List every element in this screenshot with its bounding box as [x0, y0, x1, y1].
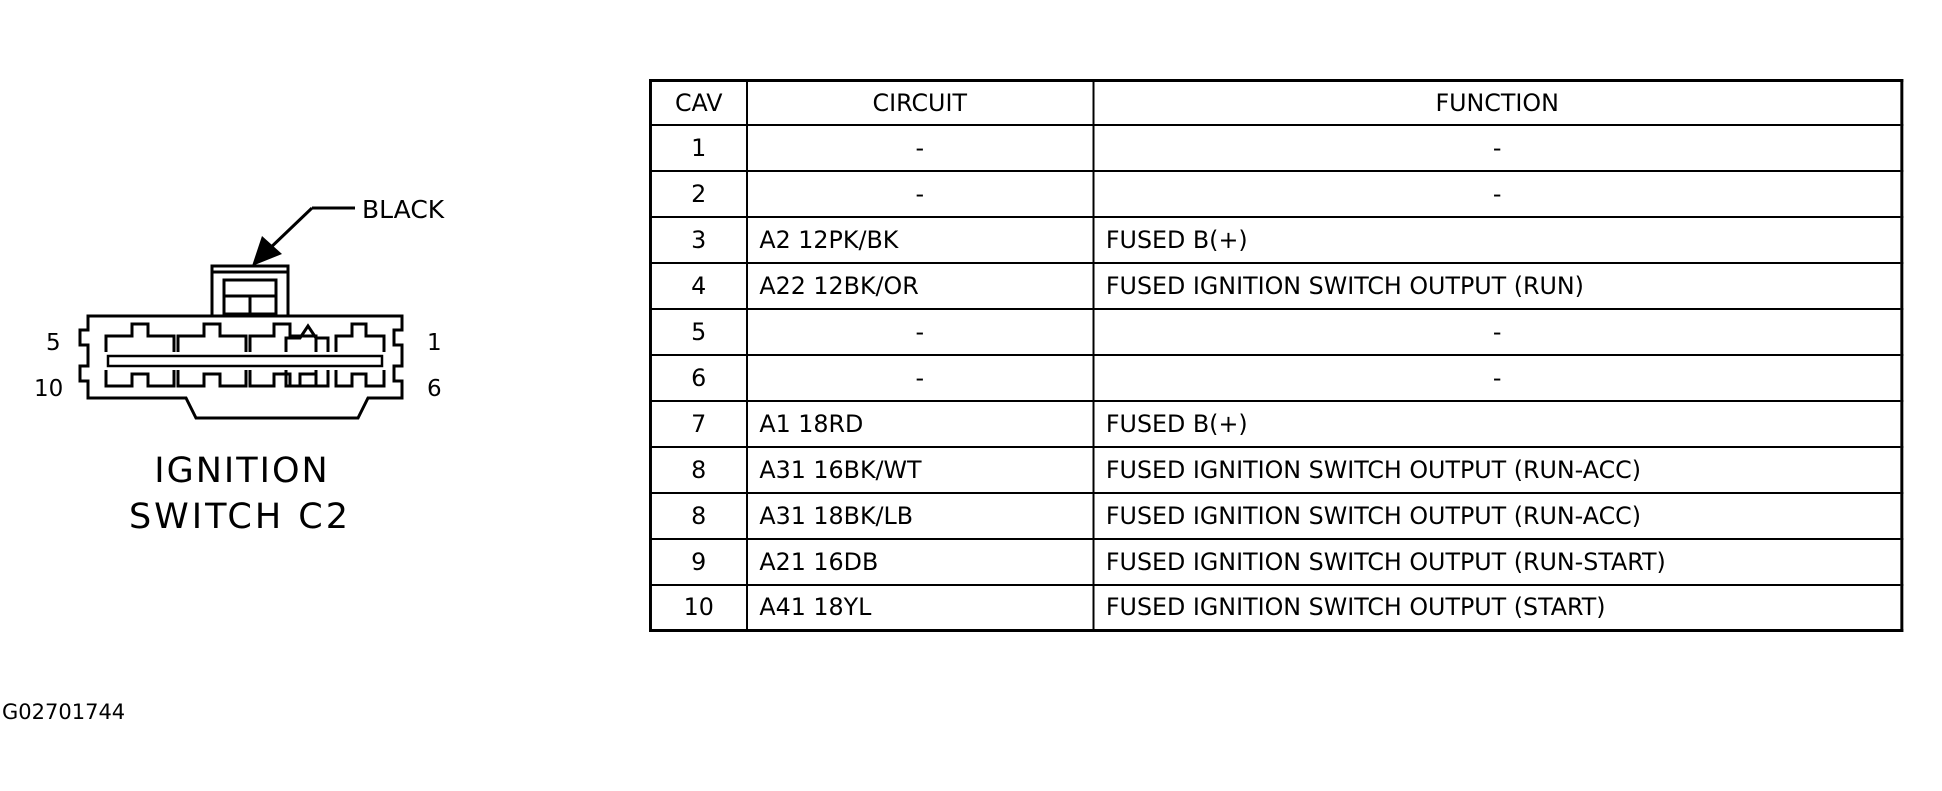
- cav-cell: 3: [649, 215, 748, 264]
- table-row: 1--: [649, 123, 1903, 172]
- header-function: FUNCTION: [1092, 79, 1903, 126]
- cav-cell: 8: [649, 491, 748, 540]
- function-cell: FUSED IGNITION SWITCH OUTPUT (RUN-ACC): [1092, 445, 1903, 494]
- function-cell: FUSED B(+): [1092, 215, 1903, 264]
- pin-label-6: 6: [427, 376, 442, 402]
- connector-color-label: BLACK: [362, 195, 445, 224]
- cav-cell: 9: [649, 537, 748, 586]
- function-cell: FUSED IGNITION SWITCH OUTPUT (RUN-START): [1092, 537, 1903, 586]
- circuit-cell: A31 16BK/WT: [745, 445, 1095, 494]
- function-cell: FUSED IGNITION SWITCH OUTPUT (RUN-ACC): [1092, 491, 1903, 540]
- circuit-cell: -: [745, 353, 1095, 402]
- table-header-row: CAV CIRCUIT FUNCTION: [649, 79, 1903, 126]
- circuit-cell: -: [745, 123, 1095, 172]
- table-row: 2--: [649, 169, 1903, 218]
- circuit-cell: -: [745, 307, 1095, 356]
- circuit-cell: -: [745, 169, 1095, 218]
- connector-name-line1: IGNITION: [154, 451, 329, 491]
- function-cell: -: [1092, 169, 1903, 218]
- function-cell: -: [1092, 123, 1903, 172]
- circuit-cell: A21 16DB: [745, 537, 1095, 586]
- function-cell: FUSED IGNITION SWITCH OUTPUT (START): [1092, 583, 1903, 632]
- header-cav: CAV: [649, 79, 748, 126]
- cav-cell: 8: [649, 445, 748, 494]
- connector-name-line2: SWITCH C2: [129, 497, 351, 537]
- circuit-cell: A41 18YL: [745, 583, 1095, 632]
- table-row: 5--: [649, 307, 1903, 356]
- cav-cell: 2: [649, 169, 748, 218]
- function-cell: -: [1092, 307, 1903, 356]
- circuit-cell: A2 12PK/BK: [745, 215, 1095, 264]
- color-callout-arrow: [252, 206, 355, 266]
- table-row: 6--: [649, 353, 1903, 402]
- circuit-cell: A1 18RD: [745, 399, 1095, 448]
- function-cell: FUSED B(+): [1092, 399, 1903, 448]
- cav-cell: 1: [649, 123, 748, 172]
- cav-cell: 4: [649, 261, 748, 310]
- figure-id: G02701744: [2, 700, 126, 724]
- header-circuit: CIRCUIT: [745, 79, 1095, 126]
- function-cell: -: [1092, 353, 1903, 402]
- pin-label-5: 5: [46, 330, 61, 356]
- connector-body: [78, 264, 404, 420]
- cav-cell: 10: [649, 583, 748, 632]
- cav-cell: 5: [649, 307, 748, 356]
- connector-diagram: BLACK 5 10 1 6 IGNITION SWITCH C2: [34, 195, 445, 537]
- circuit-cell: A22 12BK/OR: [745, 261, 1095, 310]
- circuit-cell: A31 18BK/LB: [745, 491, 1095, 540]
- pin-label-1: 1: [427, 330, 442, 356]
- function-cell: FUSED IGNITION SWITCH OUTPUT (RUN): [1092, 261, 1903, 310]
- cav-cell: 6: [649, 353, 748, 402]
- pin-label-10: 10: [34, 376, 63, 402]
- cav-cell: 7: [649, 399, 748, 448]
